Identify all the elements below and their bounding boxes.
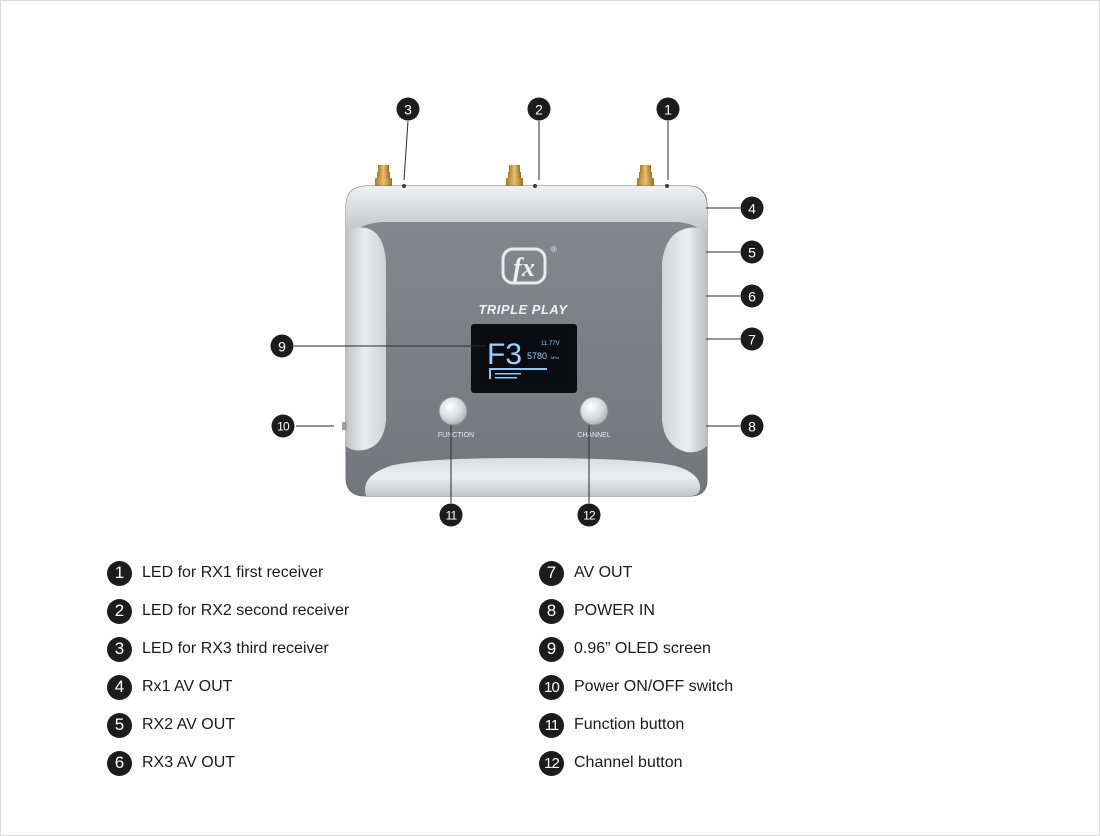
legend-badge-4: 4	[107, 674, 132, 700]
legend-text-6: RX3 AV OUT	[142, 754, 236, 771]
leader-line-3	[403, 120, 409, 181]
legend-badge-12: 12	[539, 750, 564, 776]
fx-logo: fx ®	[501, 245, 557, 285]
legend-badge-7: 7	[539, 560, 564, 586]
callout-10-number: 10	[277, 420, 290, 434]
brand-name: TRIPLE PLAY	[478, 302, 568, 317]
screen-bar-1	[489, 368, 547, 370]
callout-2-number: 2	[535, 102, 543, 118]
callout-3-number: 3	[404, 102, 412, 118]
legend-text-8: POWER IN	[574, 602, 655, 619]
screen-frequency-unit: MHz	[551, 355, 559, 360]
callout-5-number: 5	[748, 245, 756, 261]
legend-badge-2: 2	[107, 598, 132, 624]
legend-text-2: LED for RX2 second receiver	[142, 602, 350, 619]
channel-button[interactable]	[579, 396, 609, 426]
callout-7-number: 7	[748, 332, 756, 348]
callout-6: 6	[740, 284, 764, 308]
legend-item-1: 1 LED for RX1 first receiver	[107, 560, 323, 586]
callout-2: 2	[527, 97, 551, 121]
legend-badge-1: 1	[107, 560, 132, 586]
legend-item-12: 12 Channel button	[539, 750, 683, 776]
screen-voltage: 11.77V	[541, 341, 560, 347]
legend-text-5: RX2 AV OUT	[142, 716, 236, 733]
legend-badge-10: 10	[539, 674, 564, 700]
antenna-connector-rx1	[637, 165, 654, 188]
leader-lines	[294, 120, 740, 503]
oled-screen: F3 11.77V 5780 MHz	[471, 324, 577, 393]
callout-8: 8	[740, 414, 764, 438]
legend-item-9: 9 0.96” OLED screen	[539, 636, 711, 662]
callout-7: 7	[740, 327, 764, 351]
legend-text-10: Power ON/OFF switch	[574, 678, 734, 695]
legend-text-4: Rx1 AV OUT	[142, 678, 233, 695]
legend-text-12: Channel button	[574, 754, 683, 771]
led-rx2	[533, 184, 537, 188]
function-button[interactable]	[438, 396, 468, 426]
callout-5: 5	[740, 240, 764, 264]
registered-mark: ®	[551, 245, 557, 254]
device-body	[345, 185, 708, 497]
legend-text-11: Function button	[574, 716, 685, 733]
callout-11-number: 11	[446, 509, 458, 523]
legend-item-11: 11 Function button	[539, 712, 684, 738]
callout-8-number: 8	[748, 419, 756, 435]
legend-text-9: 0.96” OLED screen	[574, 640, 711, 657]
function-label: FUNCTION	[438, 432, 474, 439]
legend-badge-5: 5	[107, 712, 132, 738]
led-rx3	[402, 184, 406, 188]
channel-label: CHANNEL	[577, 432, 611, 439]
legend-badge-6: 6	[107, 750, 132, 776]
antenna-connector-rx3	[375, 165, 392, 188]
legend-text-7: AV OUT	[574, 564, 633, 581]
legend-item-7: 7 AV OUT	[539, 560, 632, 586]
led-rx1	[665, 184, 669, 188]
callout-1-number: 1	[664, 102, 672, 118]
legend-text-1: LED for RX1 first receiver	[142, 564, 324, 581]
legend-badge-11: 11	[539, 712, 564, 738]
screen-frequency: 5780	[527, 351, 547, 361]
screen-mode: F3	[487, 338, 522, 371]
callout-4: 4	[740, 196, 764, 220]
legend-text-3: LED for RX3 third receiver	[142, 640, 329, 657]
legend-badge-3: 3	[107, 636, 132, 662]
legend-item-5: 5 RX2 AV OUT	[107, 712, 235, 738]
legend-item-8: 8 POWER IN	[539, 598, 655, 624]
callout-12-number: 12	[583, 509, 596, 523]
callout-11: 11	[439, 503, 463, 527]
legend-item-2: 2 LED for RX2 second receiver	[107, 598, 349, 624]
callout-9-number: 9	[278, 339, 286, 355]
callout-10: 10	[271, 414, 295, 438]
power-switch[interactable]	[342, 422, 347, 430]
screen-bar-left	[489, 370, 491, 379]
legend-badge-8: 8	[539, 598, 564, 624]
antenna-connector-rx2	[506, 165, 523, 188]
screen-bar-2	[495, 373, 521, 375]
callout-9: 9	[270, 334, 294, 358]
legend-item-3: 3 LED for RX3 third receiver	[107, 636, 329, 662]
legend-item-10: 10 Power ON/OFF switch	[539, 674, 733, 700]
legend-badge-9: 9	[539, 636, 564, 662]
legend-item-6: 6 RX3 AV OUT	[107, 750, 235, 776]
callout-3: 3	[396, 97, 420, 121]
callout-6-number: 6	[748, 289, 756, 305]
legend-item-4: 4 Rx1 AV OUT	[107, 674, 232, 700]
screen-bar-3	[495, 377, 517, 379]
callout-12: 12	[577, 503, 601, 527]
logo-text: fx	[513, 253, 535, 282]
callout-1: 1	[656, 97, 680, 121]
callout-4-number: 4	[748, 201, 756, 217]
